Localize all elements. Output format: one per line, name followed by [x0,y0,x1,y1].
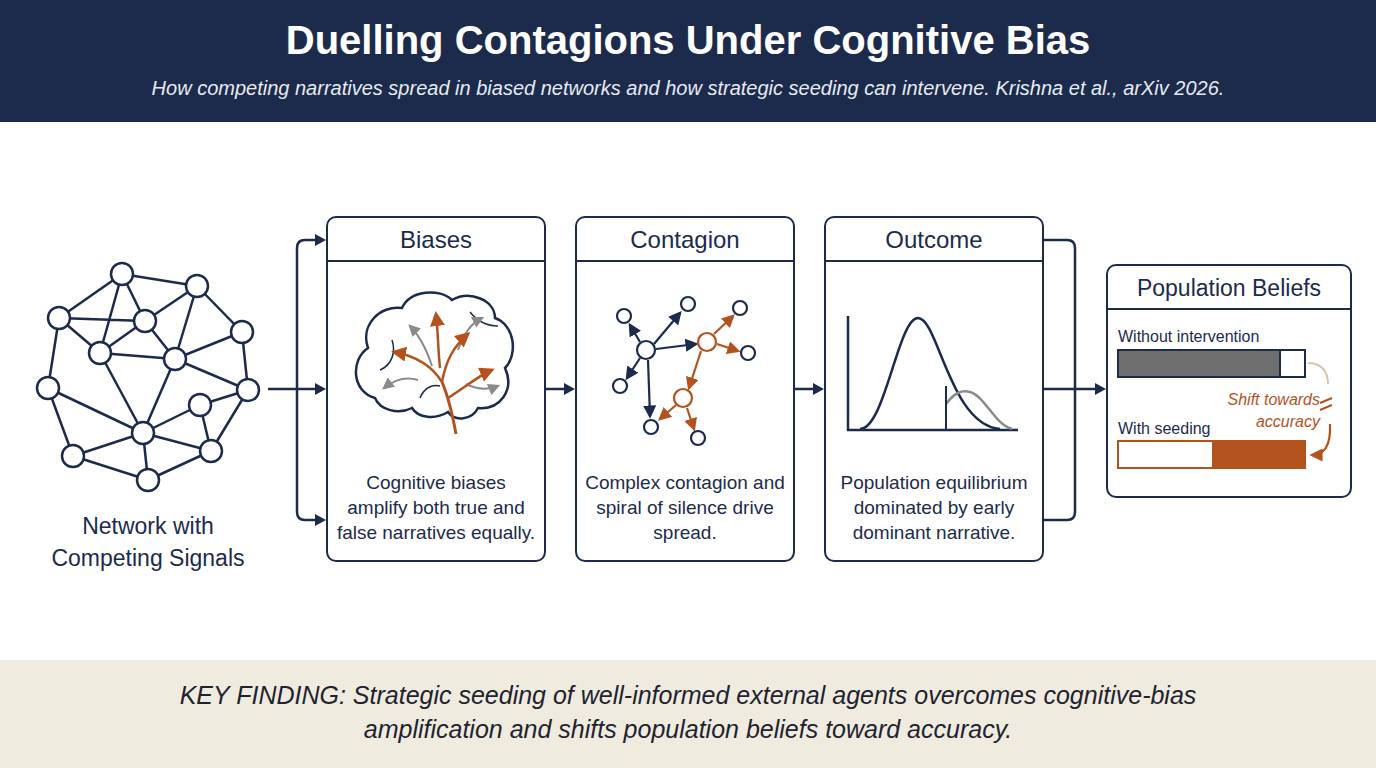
graph-node [698,333,716,351]
graph-node [637,341,655,359]
network-node [237,379,259,401]
box-heading: Outcome [826,218,1042,262]
network-links [48,274,248,480]
orange-branch [442,334,468,382]
navy-spread [627,358,640,378]
threshold-line [945,386,947,430]
network-node [164,348,186,370]
connector-arrow [268,234,326,526]
graph-node [741,346,755,360]
process-box: ContagionComplex contagion and spiral of… [575,216,795,562]
graph-node [674,389,692,407]
network-node [62,445,84,467]
graph-node [644,420,658,434]
network-node [134,310,156,332]
arrow-head [564,383,575,395]
orange-branch [448,370,492,398]
process-box: OutcomePopulation equilibrium dominated … [824,216,1044,562]
connector-line [795,388,815,391]
network-node [48,307,70,329]
network-graph [37,263,259,491]
node-label: Network with Competing Signals [33,510,263,574]
footer-band [0,660,1376,768]
process-box: BiasesCognitive biases amplify both true… [326,216,546,562]
network-node [189,394,211,416]
bar-without [1118,350,1305,377]
brain-icon [356,292,513,434]
graph-node [733,301,747,315]
graph-node [613,379,627,393]
brain-fold [380,312,498,398]
gray-branch [384,378,418,388]
belief-bars [1118,350,1332,468]
orange-spread [689,351,701,388]
connector-arrow [546,383,575,395]
graph-node [681,297,695,311]
key-finding: KEY FINDING: Strategic seeding of well-i… [150,678,1226,746]
box-body: Complex contagion and spiral of silence … [583,470,787,545]
arrow-head [813,383,824,395]
bar-without-fill [1118,350,1280,377]
brain-outline [356,292,513,418]
bar-with [1118,441,1305,468]
connector-line [1044,240,1097,520]
bar-with-fill [1213,441,1305,468]
arrow-head [315,234,326,246]
orange-spread [717,344,738,351]
network-node [37,377,59,399]
bar-label: With seeding [1118,419,1211,439]
box-heading: Population Beliefs [1108,266,1350,310]
network-node [137,469,159,491]
box-body: Cognitive biases amplify both true and f… [334,470,538,545]
minority-curve [946,391,1012,429]
arrow-head [315,383,326,395]
connector-line [546,388,566,391]
network-node [111,263,133,285]
navy-spread [648,360,650,416]
network-node: Network with Competing Signals [28,262,268,574]
network-node [89,342,111,364]
network-node [186,275,208,297]
box-heading: Contagion [577,218,793,262]
gray-branch [466,384,498,389]
box-body: Population equilibrium dominated by earl… [832,470,1036,545]
bar-label: Without intervention [1118,327,1259,347]
arrow-head [315,514,326,526]
shift-label: Shift towards accuracy [1206,389,1320,433]
orange-branch [394,352,442,382]
arrow-head [1095,383,1106,395]
chart-axes [848,316,1018,430]
gray-branch [458,318,482,350]
network-node [132,422,154,444]
contagion-graph [613,297,755,445]
header-band [0,0,1376,122]
connector-line [268,240,317,520]
shift-curve [1308,363,1328,384]
orange-spread [687,408,694,429]
connector-arrow [795,383,824,395]
shift-marks [1320,398,1332,410]
page-title: Duelling Contagions Under Cognitive Bias [0,13,1376,67]
connector-arrow [1044,240,1106,520]
orange-spread [660,405,676,419]
graph-node [617,309,631,323]
network-node [200,440,222,462]
box-heading: Biases [328,218,544,262]
navy-spread [656,344,696,349]
gray-branch [410,326,432,366]
graph-node [691,431,705,445]
orange-spread [714,316,733,334]
network-node [231,321,253,343]
navy-spread [630,325,640,342]
result-box: Population BeliefsWithout interventionSh… [1106,264,1352,498]
dominant-curve [860,318,1000,429]
orange-branch [436,314,440,368]
navy-spread [654,313,680,344]
subtitle: How competing narratives spread in biase… [0,75,1376,101]
orange-stem [442,382,456,434]
distribution-chart [848,316,1018,430]
